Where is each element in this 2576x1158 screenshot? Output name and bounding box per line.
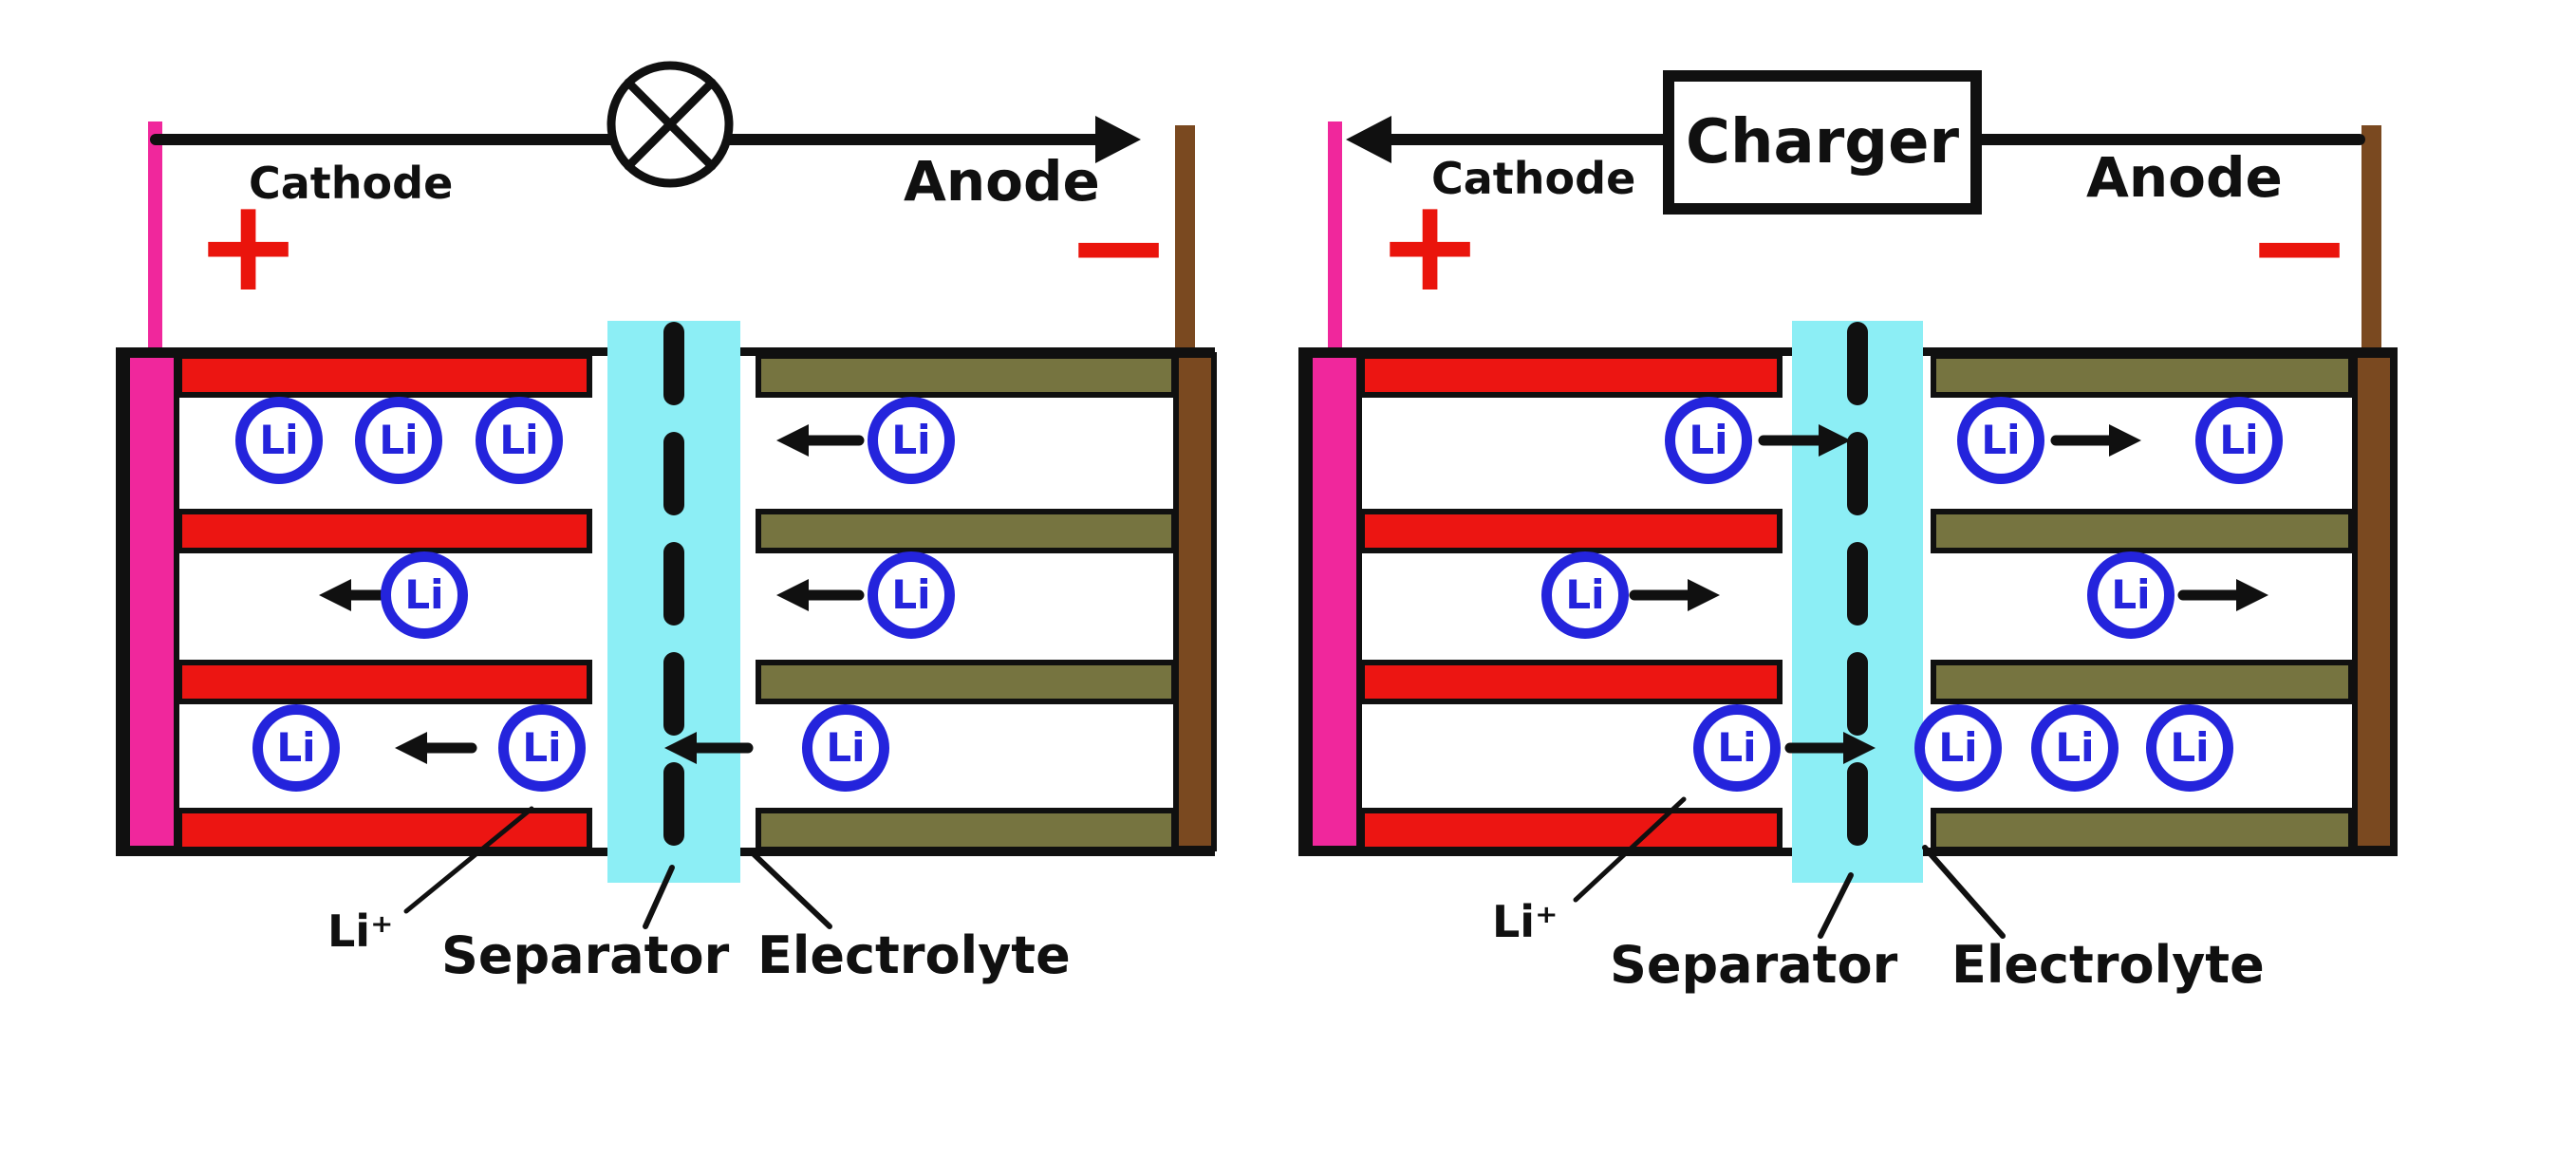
current-arrow — [1346, 116, 1391, 163]
cathode-label: Cathode — [249, 158, 454, 209]
cathode-plate — [1359, 509, 1783, 553]
ion-arrow-left — [776, 424, 865, 457]
li-ion: Li — [1957, 397, 2044, 484]
cathode-label: Cathode — [1431, 153, 1636, 204]
cathode-plate — [1359, 353, 1783, 398]
ion-arrow-right — [2177, 579, 2268, 611]
anode-plate — [756, 353, 1177, 398]
cathode-plate — [177, 353, 592, 398]
ion-arrow-right — [1629, 579, 1720, 611]
ion-arrow-left — [395, 732, 477, 764]
separator-label: Separator — [1610, 935, 1898, 995]
anode-plate — [1931, 808, 2354, 852]
current-arrow — [1095, 116, 1141, 163]
cathode-plate — [1359, 808, 1783, 852]
ion-arrow-right — [2050, 424, 2141, 457]
li-ion: Li — [355, 397, 442, 484]
cathode-plate — [1359, 660, 1783, 704]
cathode-plate — [177, 660, 592, 704]
electrolyte-label: Electrolyte — [1951, 935, 2265, 995]
li-ion: Li — [235, 397, 323, 484]
leader-line — [1573, 796, 1687, 903]
cathode-terminal — [1328, 121, 1342, 357]
plus-sign: + — [195, 171, 303, 320]
li-ion: Li — [1665, 397, 1752, 484]
minus-sign: − — [1065, 172, 1173, 321]
cathode-current-collector — [1307, 352, 1362, 851]
anode-plate — [1931, 353, 2354, 398]
anode-label: Anode — [904, 149, 1100, 214]
li-ion: Li — [252, 704, 340, 792]
plus-sign: + — [1376, 171, 1484, 320]
li-plus-label: Li⁺ — [327, 906, 394, 957]
anode-terminal — [1175, 125, 1195, 353]
cathode-current-collector — [124, 352, 179, 851]
li-ion: Li — [1914, 704, 2002, 792]
anode-current-collector — [2352, 352, 2396, 851]
ion-arrow-right — [1758, 424, 1851, 457]
li-ion: Li — [2195, 397, 2283, 484]
leader-line — [643, 865, 675, 929]
li-ion: Li — [868, 551, 955, 639]
charger-box: Charger — [1663, 70, 1982, 215]
anode-label: Anode — [2086, 145, 2283, 210]
leader-line — [1818, 872, 1854, 939]
li-ion: Li — [802, 704, 889, 792]
ion-arrow-left — [664, 732, 754, 764]
li-ion: Li — [2087, 551, 2175, 639]
cathode-plate — [177, 509, 592, 553]
ion-arrow-left — [776, 579, 865, 611]
separator-label: Separator — [441, 925, 730, 985]
leader-line — [403, 806, 534, 914]
minus-sign: − — [2246, 172, 2354, 321]
load-icon — [607, 61, 734, 188]
ion-arrow-right — [1784, 732, 1876, 764]
leader-line — [747, 848, 832, 929]
li-ion: Li — [2146, 704, 2233, 792]
anode-current-collector — [1173, 352, 1217, 851]
anode-plate — [756, 808, 1177, 852]
anode-plate — [756, 660, 1177, 704]
li-ion: Li — [381, 551, 468, 639]
li-ion: Li — [868, 397, 955, 484]
li-ion: Li — [2031, 704, 2119, 792]
leader-line — [1922, 845, 2006, 939]
li-ion: Li — [1541, 551, 1629, 639]
anode-plate — [1931, 660, 2354, 704]
anode-terminal — [2361, 125, 2381, 353]
li-ion: Li — [476, 397, 563, 484]
li-plus-label: Li⁺ — [1492, 896, 1559, 947]
anode-plate — [756, 509, 1177, 553]
li-ion: Li — [498, 704, 586, 792]
anode-plate — [1931, 509, 2354, 553]
cathode-terminal — [148, 121, 162, 357]
li-ion: Li — [1693, 704, 1781, 792]
electrolyte-label: Electrolyte — [757, 925, 1071, 985]
